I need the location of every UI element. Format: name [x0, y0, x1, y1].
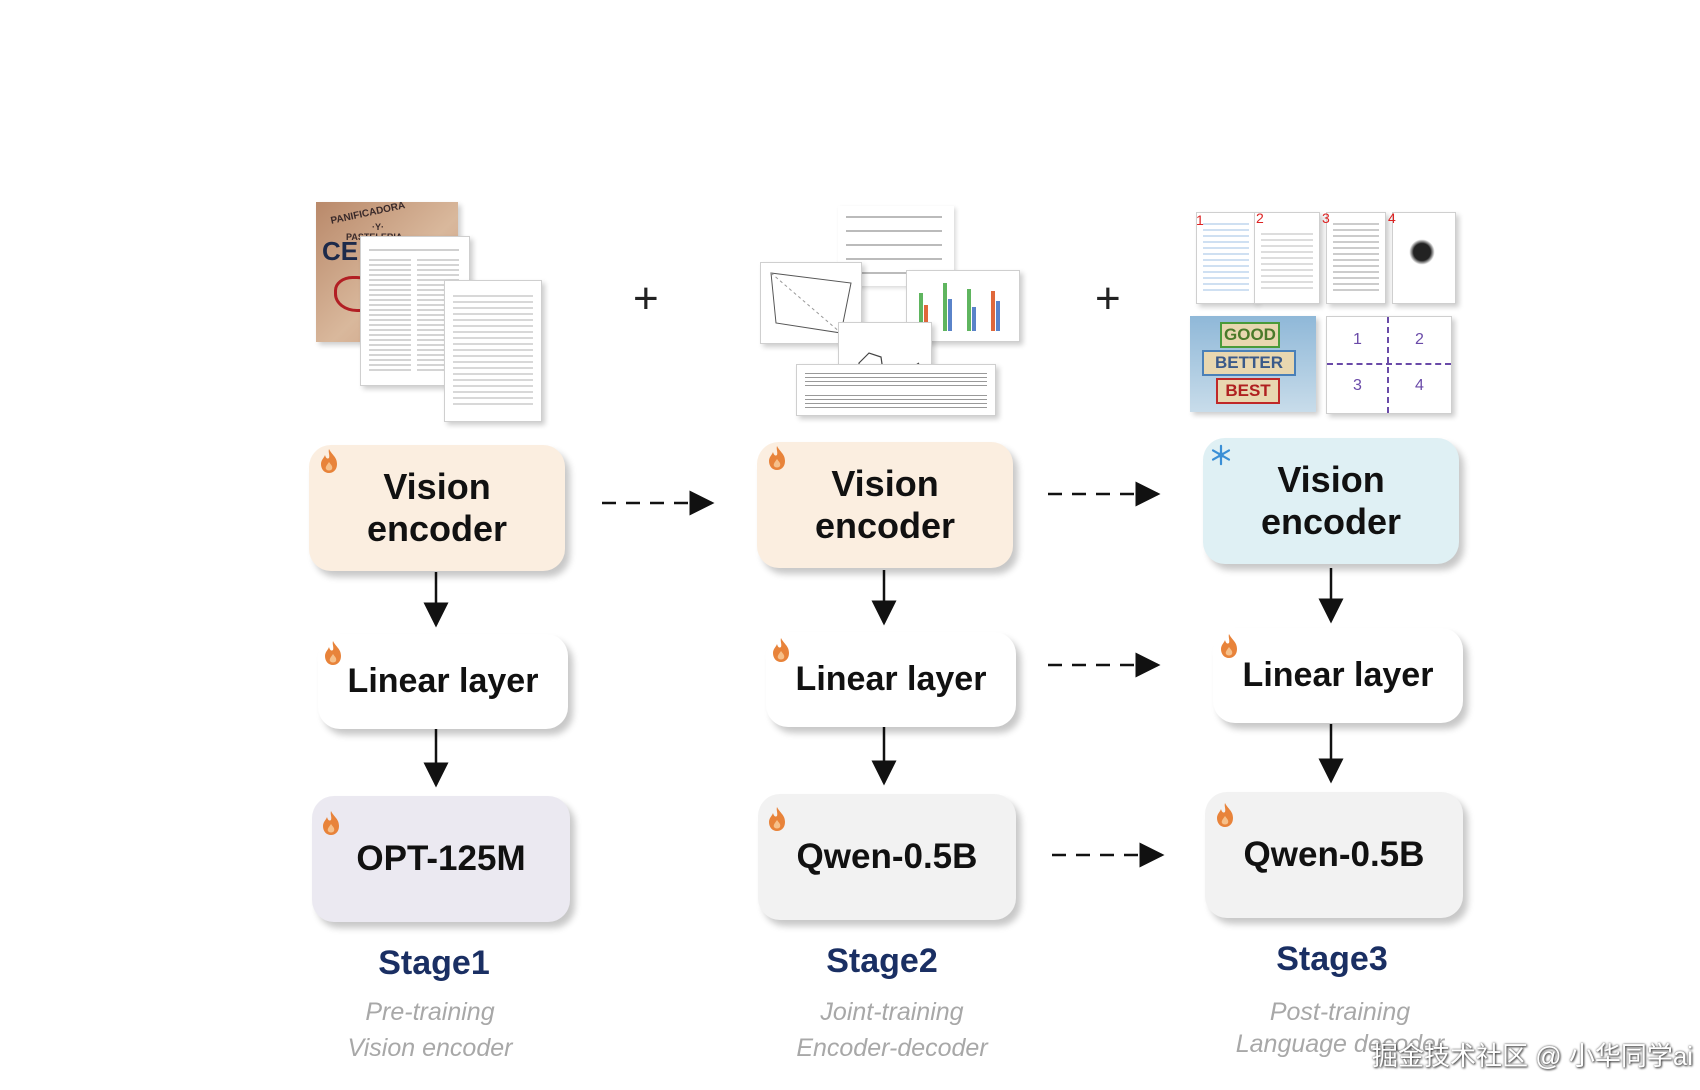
flame-icon — [769, 807, 785, 831]
music-score-image — [796, 364, 996, 416]
stage2-decoder: Qwen-0.5B — [758, 794, 1016, 920]
grid-number-1: 1 — [1353, 331, 1362, 348]
poster-text-2: ·Y· — [372, 222, 384, 232]
stage3-linear-layer: Linear layer — [1213, 628, 1463, 723]
sign-good: GOOD — [1220, 322, 1280, 348]
poster-text-4: CE — [322, 236, 359, 266]
stage3-decoder-label: Qwen-0.5B — [1243, 835, 1425, 874]
plus-sign-1: + — [633, 274, 659, 323]
grid-number-4: 4 — [1415, 377, 1424, 394]
flame-icon — [323, 811, 339, 835]
page-number-3: 3 — [1322, 210, 1330, 226]
flame-icon — [321, 449, 337, 473]
stage1-encoder-label: Vision encoder — [366, 466, 508, 549]
stage2-linear-layer: Linear layer — [766, 632, 1016, 727]
stage3-subtitle-line2: Language decoder — [1235, 1030, 1445, 1058]
page-number-4: 4 — [1388, 210, 1396, 226]
page-number-2: 2 — [1256, 210, 1264, 226]
sign-best: BEST — [1216, 378, 1280, 404]
page-thumb-1 — [1196, 212, 1256, 304]
stage1-decoder: OPT-125M — [312, 796, 570, 922]
stage3-subtitle-line1: Post-training — [1269, 998, 1411, 1026]
mini-bar-chart-icon — [919, 283, 1000, 331]
stage2-encoder-label: Vision encoder — [814, 463, 956, 546]
stage3-title: Stage3 — [1276, 940, 1388, 978]
grid-number-3: 3 — [1353, 377, 1362, 394]
stage2-subtitle-line2: Encoder-decoder — [796, 1034, 988, 1062]
stage2-subtitle-line1: Joint-training — [820, 998, 964, 1026]
page-thumb-2 — [1254, 212, 1320, 304]
flame-icon — [769, 446, 785, 470]
poster-text-1: PANIFICADORA — [329, 202, 407, 227]
grid-page-image: 1 2 3 4 — [1326, 316, 1452, 414]
stage2-title: Stage2 — [826, 942, 938, 980]
stage1-linear-layer: Linear layer — [318, 634, 568, 729]
stage1-vision-encoder: Vision encoder — [309, 445, 565, 571]
stage1-decoder-label: OPT-125M — [356, 839, 526, 878]
sign-better: BETTER — [1202, 350, 1296, 376]
stage3-linear-label: Linear layer — [1242, 656, 1434, 694]
document-page-2 — [444, 280, 542, 422]
stage2-linear-label: Linear layer — [795, 660, 987, 698]
stage1-title: Stage1 — [378, 944, 490, 982]
stage1-subtitle-line1: Pre-training — [365, 998, 495, 1026]
snowflake-icon — [1211, 444, 1231, 466]
stage1-linear-label: Linear layer — [347, 662, 539, 700]
page-thumb-3 — [1326, 212, 1386, 304]
flame-icon — [773, 638, 789, 662]
stage1-subtitle-line2: Vision encoder — [347, 1034, 513, 1062]
page-thumb-4 — [1392, 212, 1456, 304]
grid-number-2: 2 — [1415, 331, 1424, 348]
stage3-vision-encoder: Vision encoder — [1203, 438, 1459, 564]
page-number-1: 1 — [1196, 212, 1204, 228]
stage3-decoder: Qwen-0.5B — [1205, 792, 1463, 918]
flame-icon — [325, 641, 341, 665]
flame-icon — [1221, 634, 1237, 658]
stage2-decoder-label: Qwen-0.5B — [796, 837, 978, 876]
flame-icon — [1217, 803, 1233, 827]
stage2-vision-encoder: Vision encoder — [757, 442, 1013, 568]
watermark-text: 掘金技术社区 @ 小华同学ai — [1372, 1041, 1694, 1071]
stage3-encoder-label: Vision encoder — [1260, 459, 1402, 542]
plus-sign-2: + — [1095, 274, 1121, 323]
signpost-image: GOOD BETTER BEST — [1190, 316, 1316, 412]
